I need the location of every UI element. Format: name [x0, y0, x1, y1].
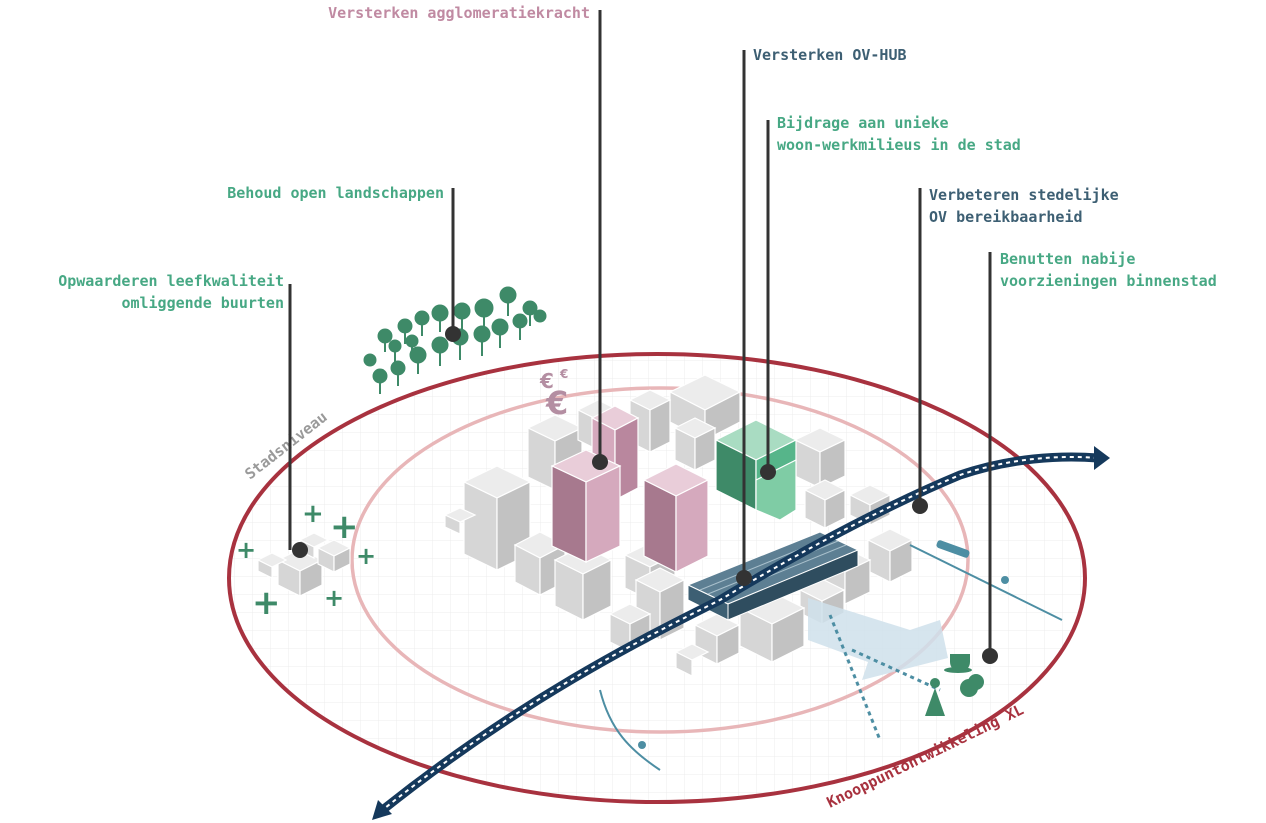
rail-arrowhead-left-icon: [372, 800, 392, 820]
label-leef-line1: Opwaarderen leefkwaliteit: [58, 272, 284, 290]
label-agglomeratiekracht: Versterken agglomeratiekracht: [240, 2, 590, 24]
label-leef-line2: omliggende buurten: [121, 294, 284, 312]
pink-towers: [550, 405, 710, 573]
label-woon-line2: woon-werkmilieus in de stad: [777, 136, 1021, 154]
plus-icon: +: [356, 542, 376, 570]
label-ov-hub: Versterken OV-HUB: [753, 44, 907, 66]
ov-routes: [599, 544, 1063, 771]
euro-small-icon: €: [539, 369, 554, 393]
euro-large-icon: €: [545, 384, 568, 422]
label-landschap-text: Behoud open landschappen: [227, 184, 444, 202]
tree-cluster-icon: [363, 286, 547, 394]
person-icon: [925, 688, 945, 716]
amenity-icons: [925, 654, 984, 716]
transit-flow-arrow: [808, 598, 948, 680]
label-ov-bereikbaarheid: Verbeteren stedelijke OV bereikbaarheid: [929, 184, 1119, 228]
plus-icon: +: [324, 584, 344, 612]
plus-signs: + + + + + +: [236, 499, 376, 623]
plus-icon: +: [252, 583, 281, 623]
leader-lines: [288, 10, 992, 656]
euro-tiny-icon: €: [559, 367, 568, 381]
rail-line: [372, 446, 1110, 820]
outer-ring: [227, 352, 1087, 804]
label-bereik-line1: Verbeteren stedelijke: [929, 186, 1119, 204]
label-agglomeratiekracht-text: Versterken agglomeratiekracht: [328, 4, 590, 22]
label-ov-hub-text: Versterken OV-HUB: [753, 46, 907, 64]
label-woon-line1: Bijdrage aan unieke: [777, 114, 949, 132]
label-leefkwaliteit: Opwaarderen leefkwaliteit omliggende buu…: [6, 270, 284, 314]
label-open-landschappen: Behoud open landschappen: [140, 182, 444, 204]
label-voorzieningen: Benutten nabije voorzieningen binnenstad: [1000, 248, 1217, 292]
label-woon-werkmilieus: Bijdrage aan unieke woon-werkmilieus in …: [777, 112, 1021, 156]
tram-icon: [936, 540, 970, 558]
location-pin-icon: [638, 576, 1009, 749]
label-bereik-line2: OV bereikbaarheid: [929, 208, 1083, 226]
rail-arrowhead-right-icon: [1094, 446, 1110, 470]
label-voorz-line1: Benutten nabije: [1000, 250, 1136, 268]
inner-ring: [350, 386, 970, 734]
label-voorz-line2: voorzieningen binnenstad: [1000, 272, 1217, 290]
plus-icon: +: [302, 499, 324, 529]
plus-icon: +: [330, 507, 359, 547]
plus-icon: +: [236, 536, 256, 564]
leader-dots: [292, 326, 998, 664]
